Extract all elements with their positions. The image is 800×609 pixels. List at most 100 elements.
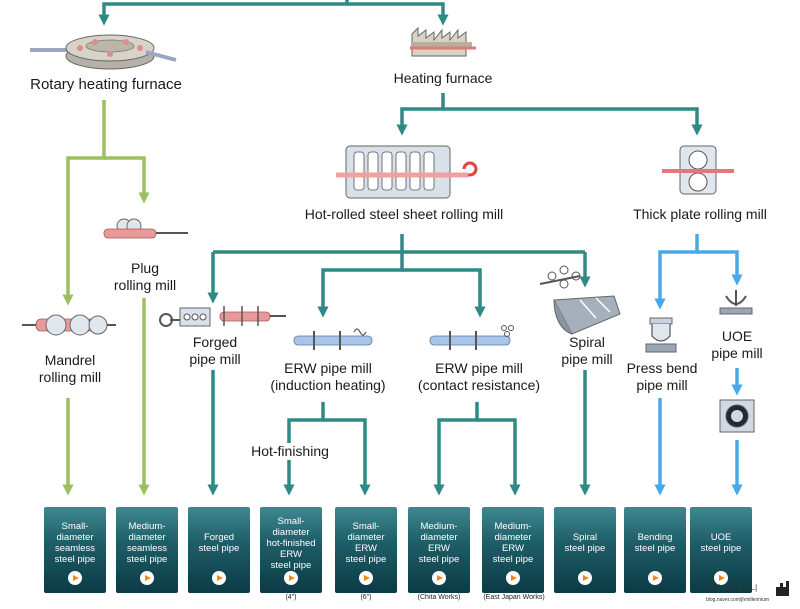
product-line: steel pipe [198, 543, 240, 554]
press-bend-line-2: pipe mill [636, 377, 688, 393]
product-small-hot-finished-erw[interactable]: Small- diameter hot-finished ERW steel p… [260, 507, 322, 593]
spiral-mill-label: Spiral pipe mill [552, 334, 622, 368]
play-icon[interactable] [140, 571, 154, 585]
mandrel-mill-line-2: rolling mill [38, 369, 102, 385]
product-line: hot-finished [266, 537, 316, 549]
teal-connectors [98, 0, 703, 496]
watermark-logo-icon [776, 581, 789, 596]
play-icon[interactable] [714, 571, 728, 585]
product-line: seamless [126, 543, 168, 554]
mandrel-mill-icon [22, 314, 116, 336]
product-uoe[interactable]: UOE steel pipe [690, 507, 752, 593]
press-bend-mill-label: Press bend pipe mill [620, 360, 704, 394]
product-line: seamless [54, 543, 96, 554]
erw-contact-line-1: ERW pipe mill [435, 360, 523, 376]
product-spiral[interactable]: Spiral steel pipe [554, 507, 616, 593]
product-line: steel pipe [564, 543, 606, 554]
product-small-seamless[interactable]: Small- diameter seamless steel pipe [44, 507, 106, 593]
note-east-japan-works: (East Japan Works) [483, 594, 545, 601]
product-line: ERW [355, 543, 377, 554]
product-line: steel pipe [54, 554, 96, 565]
uoe-mill-line-2: pipe mill [711, 345, 763, 361]
play-icon[interactable] [68, 571, 82, 585]
erw-induction-label: ERW pipe mill (induction heating) [258, 360, 398, 394]
uoe-expander-icon [719, 399, 755, 433]
product-line: UOE [710, 532, 732, 543]
product-medium-erw-east-japan[interactable]: Medium- diameter ERW steel pipe [482, 507, 544, 593]
product-line: ERW [502, 543, 524, 554]
play-icon[interactable] [506, 571, 520, 585]
plug-mill-line-1: Plug [130, 260, 160, 276]
rotary-furnace-label: Rotary heating furnace [30, 76, 182, 93]
product-line: Spiral [572, 532, 598, 543]
product-line: steel pipe [126, 554, 168, 565]
spiral-mill-line-2: pipe mill [561, 351, 613, 367]
product-line: diameter [272, 526, 310, 538]
erw-induction-line-2: (induction heating) [270, 377, 386, 393]
product-line: diameter [347, 532, 385, 543]
plug-mill-line-2: rolling mill [113, 277, 177, 293]
erw-contact-label: ERW pipe mill (contact resistance) [406, 360, 552, 394]
product-line: Medium- [494, 521, 532, 532]
product-medium-seamless[interactable]: Medium- diameter seamless steel pipe [116, 507, 178, 593]
forged-mill-line-2: pipe mill [189, 351, 241, 367]
erw-contact-line-2: (contact resistance) [417, 377, 541, 393]
heating-furnace-label: Heating furnace [393, 70, 493, 86]
uoe-icon [719, 290, 753, 315]
play-icon[interactable] [432, 571, 446, 585]
erw-contact-icon [429, 325, 514, 350]
play-icon[interactable] [359, 571, 373, 585]
product-medium-erw-chita[interactable]: Medium- diameter ERW steel pipe [408, 507, 470, 593]
product-line: steel pipe [492, 554, 534, 565]
mandrel-mill-line-1: Mandrel [44, 352, 96, 368]
spiral-mill-line-1: Spiral [569, 334, 605, 350]
product-line: Medium- [420, 521, 458, 532]
product-small-erw[interactable]: Small- diameter ERW steel pipe [335, 507, 397, 593]
play-icon[interactable] [212, 571, 226, 585]
forged-mill-label: Forged pipe mill [170, 334, 260, 368]
press-bend-icon [645, 317, 677, 353]
product-line: diameter [128, 532, 166, 543]
thick-plate-mill-icon [662, 145, 734, 195]
product-line: ERW [428, 543, 450, 554]
note-chita-works: (Chita Works) [417, 594, 461, 601]
mandrel-mill-label: Mandrel rolling mill [20, 352, 120, 386]
press-bend-line-1: Press bend [626, 360, 698, 376]
note-4-inch: (4") [285, 594, 297, 601]
product-line: steel pipe [345, 554, 387, 565]
erw-induction-line-1: ERW pipe mill [284, 360, 372, 376]
product-line: Small- [61, 521, 89, 532]
product-line: steel pipe [270, 559, 312, 571]
plug-mill-icon [103, 218, 188, 239]
play-icon[interactable] [578, 571, 592, 585]
product-bending[interactable]: Bending steel pipe [624, 507, 686, 593]
erw-induction-icon [293, 328, 373, 350]
product-forged[interactable]: Forged steel pipe [188, 507, 250, 593]
green-connectors [62, 100, 150, 496]
product-line: Small- [277, 515, 305, 527]
forged-mill-line-1: Forged [192, 334, 238, 350]
heating-furnace-icon [410, 26, 476, 57]
product-line: ERW [280, 548, 302, 560]
play-icon[interactable] [284, 571, 298, 585]
spiral-mill-icon [539, 265, 621, 335]
product-line: diameter [420, 532, 458, 543]
product-line: steel pipe [418, 554, 460, 565]
forged-mill-icon [159, 306, 286, 327]
hot-rolled-mill-icon [336, 145, 478, 199]
uoe-mill-line-1: UOE [721, 328, 753, 344]
hot-rolled-mill-label: Hot-rolled steel sheet rolling mill [304, 206, 504, 222]
product-line: Small- [352, 521, 380, 532]
rotary-furnace-icon [30, 34, 177, 70]
product-line: steel pipe [700, 543, 742, 554]
watermark-url: blog.naver.com/jhmillennium [706, 597, 770, 603]
product-line: Medium- [128, 521, 166, 532]
thick-plate-mill-label: Thick plate rolling mill [633, 206, 767, 222]
play-icon[interactable] [648, 571, 662, 585]
product-line: diameter [56, 532, 94, 543]
watermark-text: 가치생각밀레니 [706, 584, 758, 593]
note-6-inch: (6") [360, 594, 372, 601]
product-line: Bending [637, 532, 673, 543]
plug-mill-label: Plug rolling mill [100, 260, 190, 294]
